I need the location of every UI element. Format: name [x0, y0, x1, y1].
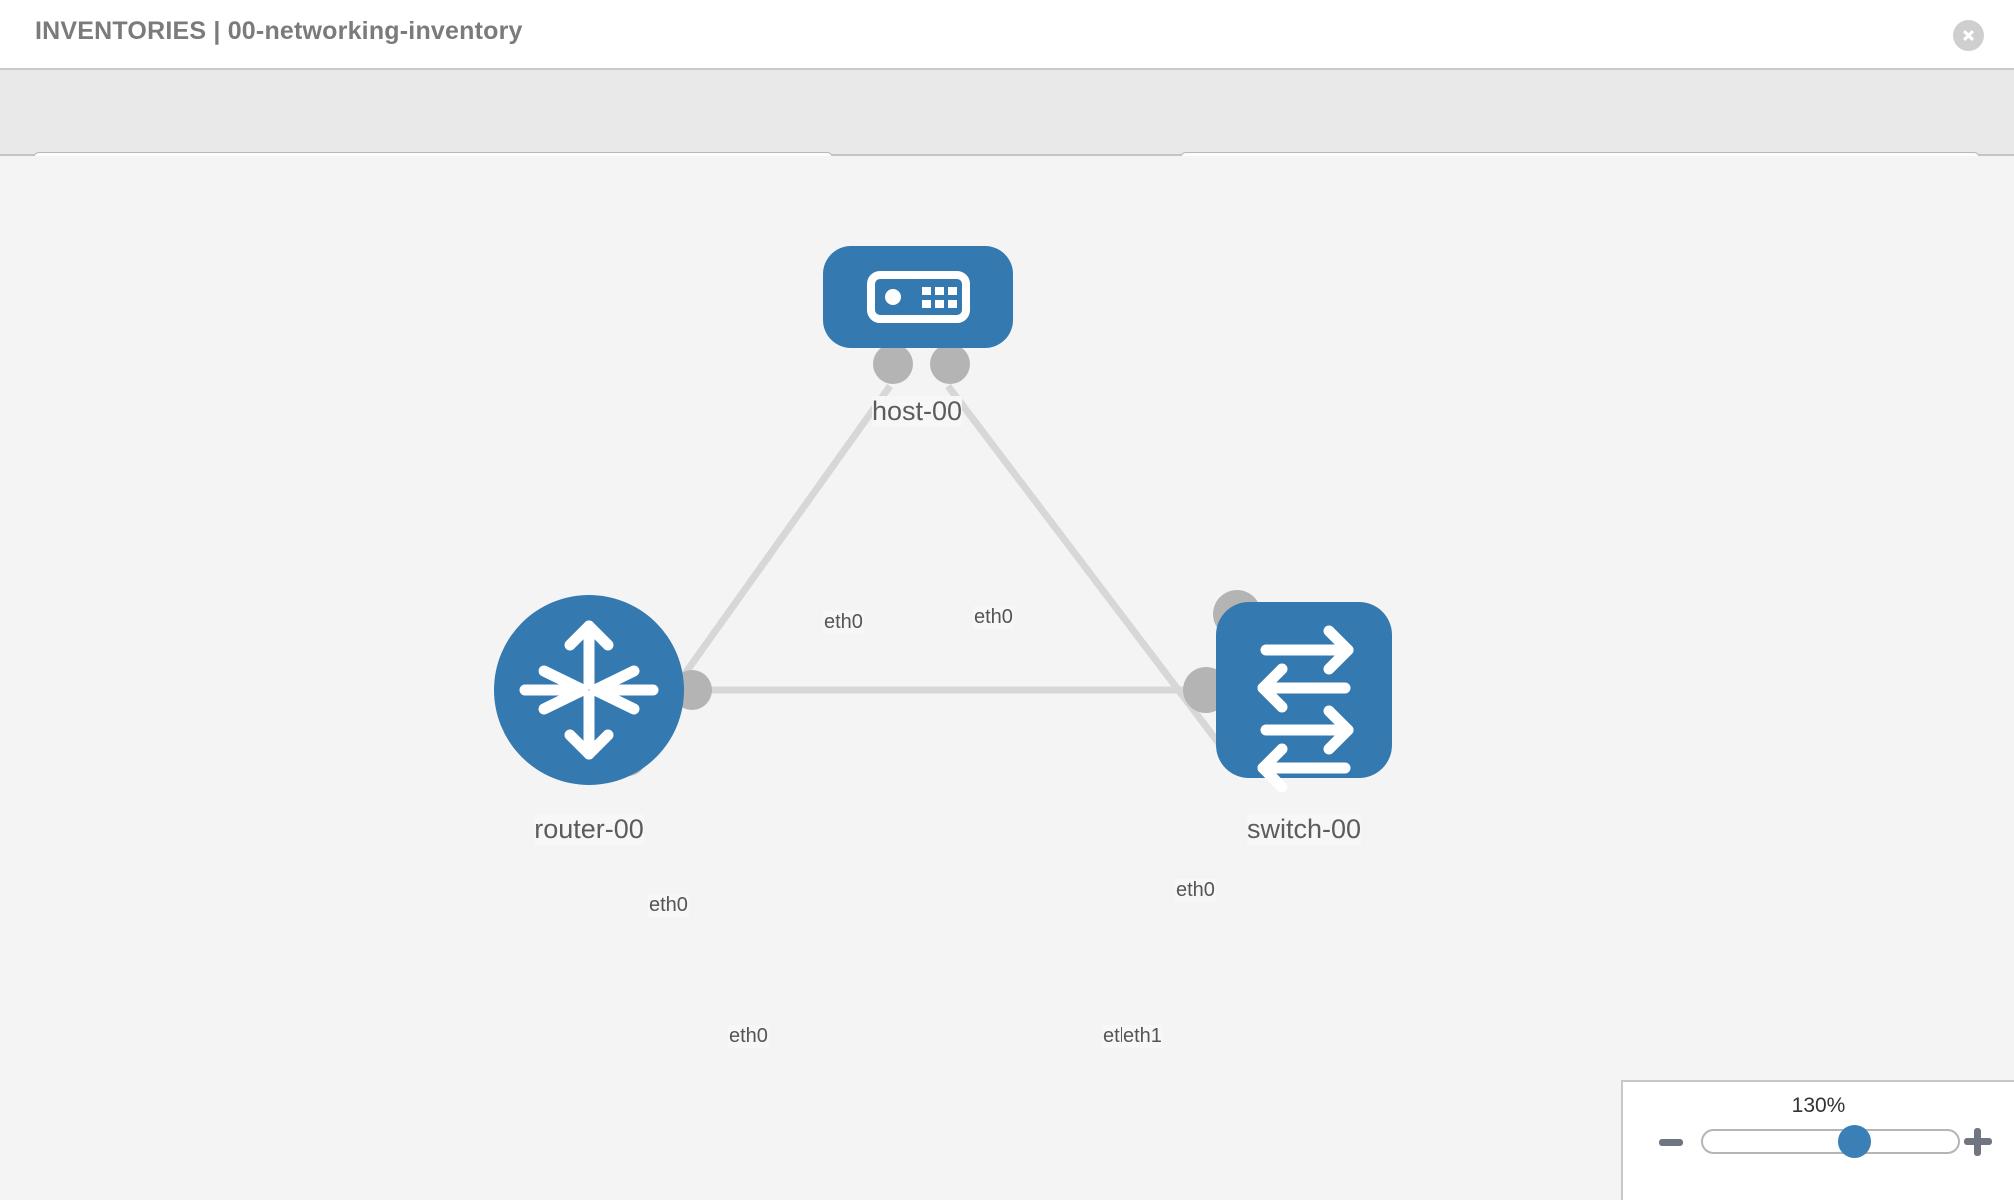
interface-label-router-up: eth0 — [648, 894, 689, 917]
page-header: INVENTORIES | 00-networking-inventory — [0, 0, 2014, 70]
zoom-control-panel: 130% — [1621, 1080, 2014, 1200]
close-icon[interactable] — [1953, 20, 1984, 51]
interface-label-switch-left: eth1 — [1122, 1025, 1163, 1048]
switch-icon — [1257, 625, 1354, 793]
page-title: INVENTORIES | 00-networking-inventory — [35, 17, 523, 45]
topology-edges — [609, 383, 1245, 779]
connector-host-left — [873, 344, 913, 384]
toolbar: ACTIONS SEARCH — [0, 70, 2014, 202]
connector-host-right — [930, 344, 970, 384]
zoom-slider-track[interactable] — [1701, 1129, 1960, 1154]
node-label-router-00[interactable]: router-00 — [534, 814, 644, 845]
server-icon — [867, 271, 970, 323]
router-icon — [519, 620, 659, 760]
node-label-switch-00[interactable]: switch-00 — [1246, 814, 1362, 845]
interface-label-switch-up: eth0 — [1175, 879, 1216, 902]
interface-label-host-left: eth0 — [823, 611, 864, 634]
node-router-00 — [494, 595, 684, 785]
edge-host-switch — [945, 383, 1245, 777]
node-label-host-00[interactable]: host-00 — [871, 396, 963, 427]
topology-canvas[interactable]: host-00 router-00 switch-00 eth0 eth0 et… — [0, 156, 2014, 1200]
interface-label-router-right: eth0 — [728, 1025, 769, 1048]
zoom-out-icon[interactable] — [1659, 1139, 1683, 1146]
zoom-in-icon[interactable] — [1964, 1128, 1992, 1156]
interface-label-host-right: eth0 — [973, 606, 1014, 629]
node-switch-00 — [1216, 602, 1392, 793]
zoom-level-value: 130% — [1791, 1094, 1846, 1117]
zoom-slider-handle[interactable] — [1838, 1125, 1871, 1158]
node-host-00 — [823, 246, 1013, 348]
